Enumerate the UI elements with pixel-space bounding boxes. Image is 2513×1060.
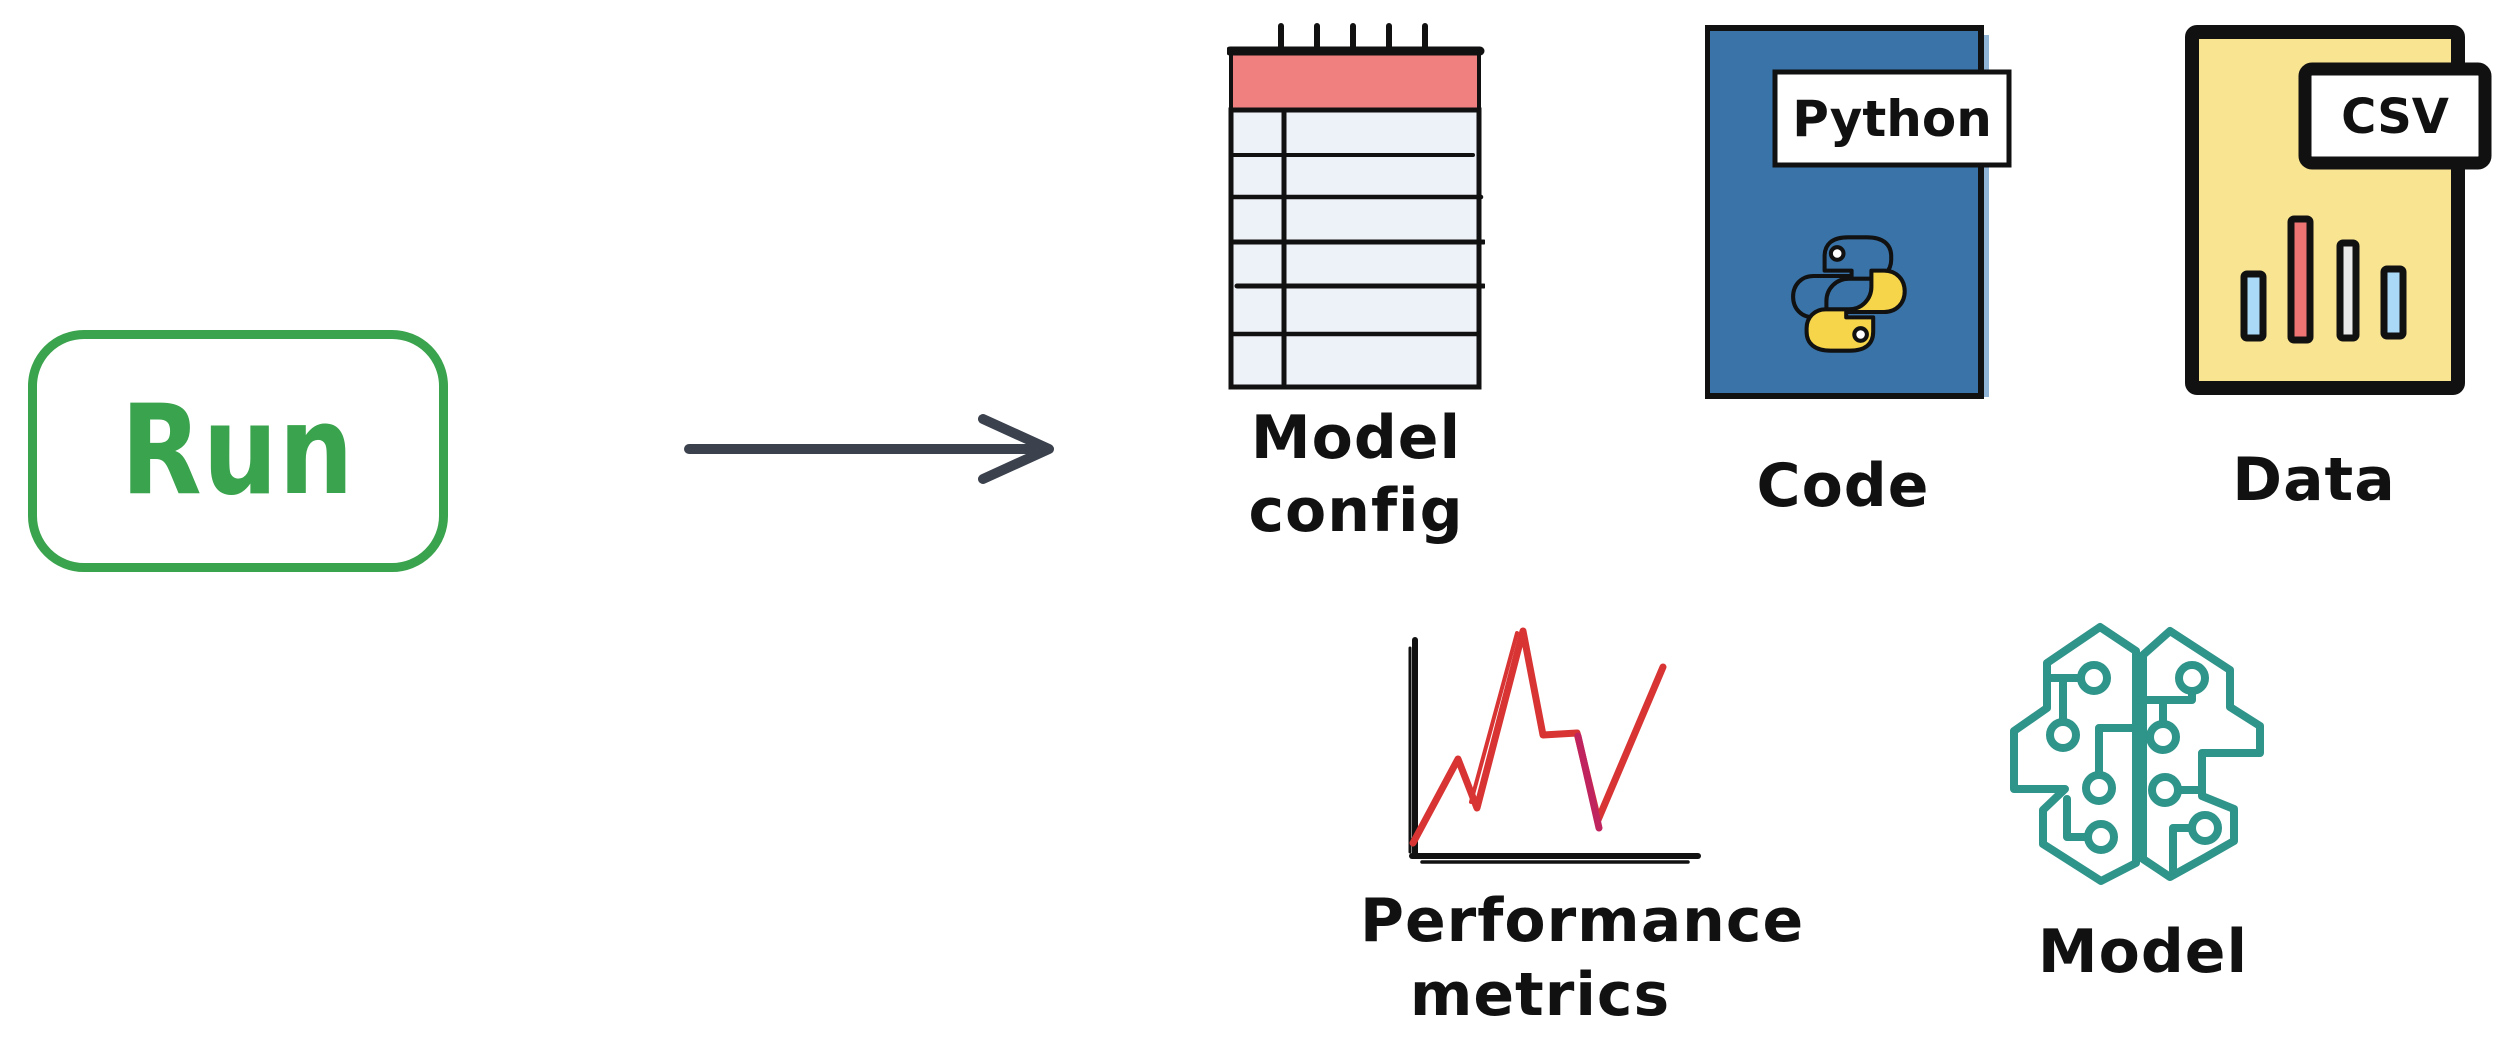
python-logo-icon xyxy=(1791,235,1907,353)
python-file-icon: Python xyxy=(1705,25,2012,399)
python-badge-box xyxy=(1772,69,2012,168)
notepad-icon xyxy=(1227,23,1485,390)
line-chart-icon xyxy=(1408,627,1701,864)
data-label: Data xyxy=(2232,445,2396,515)
run-node: Run xyxy=(28,330,448,572)
performance-metrics-label-line1: Performance xyxy=(1360,886,1805,956)
csv-badge-box xyxy=(2298,62,2492,170)
csv-file-icon: CSV xyxy=(2185,25,2492,395)
performance-metrics-label-line2: metrics xyxy=(1409,960,1671,1030)
circuit-brain-icon xyxy=(2010,623,2264,885)
model-config-label-line1: Model xyxy=(1250,403,1462,473)
code-label: Code xyxy=(1756,451,1930,521)
csv-badge: CSV xyxy=(2341,89,2449,145)
bar-blue-2 xyxy=(2380,265,2407,340)
model-config-label: Model config xyxy=(1196,402,1516,548)
run-label: Run xyxy=(121,379,355,523)
bar-blue-1 xyxy=(2240,270,2267,342)
model-config-label-line2: config xyxy=(1248,476,1464,546)
bar-gray xyxy=(2336,239,2360,342)
flow-arrow-icon xyxy=(684,414,1054,484)
performance-metrics-label: Performance metrics xyxy=(1360,884,1805,1032)
model-label: Model xyxy=(2037,917,2249,987)
bar-red xyxy=(2287,215,2314,344)
python-badge: Python xyxy=(1792,90,1992,148)
